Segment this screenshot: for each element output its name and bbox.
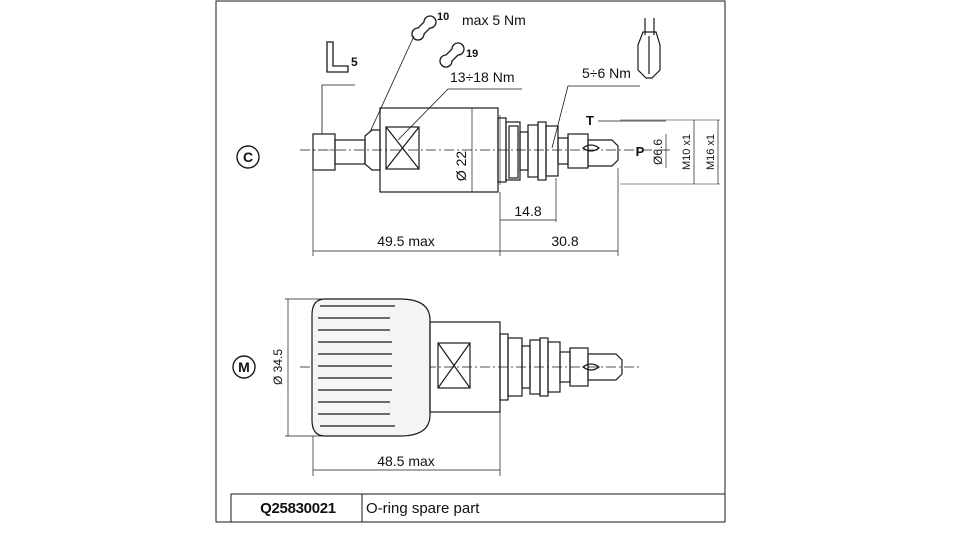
view-c-marker bbox=[236, 145, 260, 169]
wrench-10-torque: max 5 Nm bbox=[462, 12, 526, 28]
dim-30-8: 30.8 bbox=[551, 233, 578, 249]
dim-49-5-max: 49.5 max bbox=[377, 233, 435, 249]
wrench-10-icon bbox=[411, 15, 437, 41]
dim-thread-m10: M10 x1 bbox=[681, 134, 693, 170]
wrench-19-icon bbox=[439, 42, 465, 68]
wrench-19-size: 19 bbox=[466, 48, 478, 60]
dim-14-8: 14.8 bbox=[514, 203, 541, 219]
dims-view-c bbox=[312, 168, 619, 256]
hex-key-icon bbox=[326, 41, 349, 73]
dim-dia-22: Ø 22 bbox=[453, 151, 469, 182]
wrench-19-torque: 13÷18 Nm bbox=[450, 69, 515, 85]
part-description: O-ring spare part bbox=[366, 499, 480, 517]
screwdriver-icon bbox=[637, 18, 661, 79]
p-marker: P bbox=[636, 144, 645, 159]
footer-table bbox=[230, 493, 726, 523]
wrench-10-size: 10 bbox=[437, 11, 449, 23]
t-marker: T bbox=[586, 113, 594, 128]
view-c-letter: C bbox=[243, 149, 253, 165]
part-code: Q25830021 bbox=[260, 499, 336, 517]
view-m-letter: M bbox=[238, 359, 250, 375]
dim-dia-6-6: Ø6.6 bbox=[651, 139, 665, 165]
dim-48-5-max: 48.5 max bbox=[377, 453, 435, 469]
screwdriver-torque: 5÷6 Nm bbox=[582, 65, 631, 81]
dim-dia-34-5: Ø 34.5 bbox=[271, 349, 285, 385]
dim-thread-m16: M16 x1 bbox=[705, 134, 717, 170]
hex-key-size: 5 bbox=[351, 55, 358, 69]
view-m bbox=[300, 298, 640, 437]
view-m-marker bbox=[232, 355, 256, 379]
view-c bbox=[300, 107, 670, 193]
